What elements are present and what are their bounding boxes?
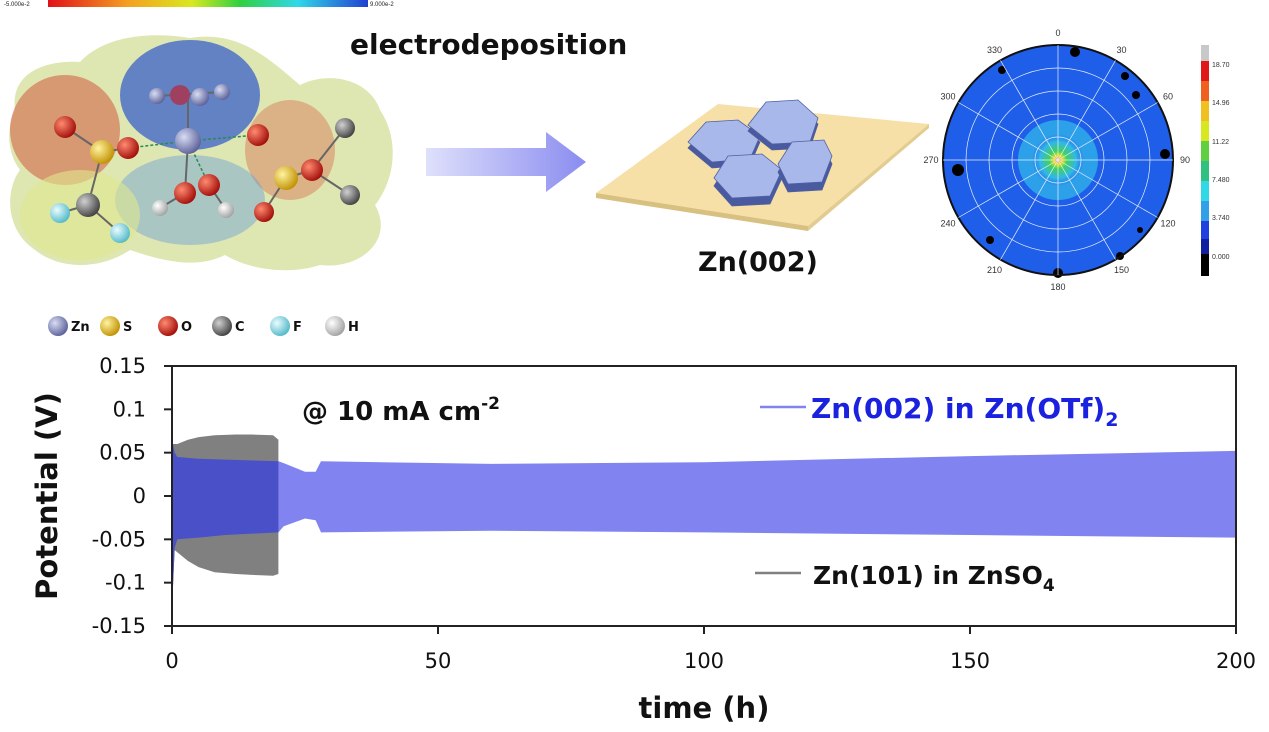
chart-annotation: @ 10 mA cm-2 <box>302 394 500 427</box>
cycling-chart: 0.15 0.1 0.05 0 -0.05 -0.1 -0.15 0 50 100 150 200 @… <box>30 354 1256 725</box>
pole-colorbar-tick: 0.000 <box>1212 254 1230 261</box>
y-axis-label: Potential (V) <box>30 392 64 600</box>
y-tick-label: 0.1 <box>113 397 146 421</box>
atom-legend-h-label: H <box>348 320 359 335</box>
zn002-overlap-band <box>172 439 279 609</box>
pole-figure: 0 30 60 90 120 150 180 210 240 270 300 330 18.70 14.… <box>923 28 1229 292</box>
x-tick-label: 100 <box>684 649 724 673</box>
polar-angle-label: 180 <box>1050 282 1065 292</box>
atom-legend-o-icon <box>158 316 178 336</box>
x-axis-label: time (h) <box>639 691 770 725</box>
crystal-label: Zn(002) <box>698 247 818 278</box>
y-tick-label: -0.05 <box>92 527 146 551</box>
polar-angle-label: 60 <box>1163 92 1173 102</box>
atom-legend-c-icon <box>212 316 232 336</box>
polar-angle-label: 90 <box>1180 155 1190 165</box>
y-tick-label: -0.15 <box>92 614 146 638</box>
pole-colorbar-tick: 14.96 <box>1212 100 1230 107</box>
atom-legend-o-label: O <box>181 320 192 335</box>
polar-angle-label: 300 <box>940 92 955 102</box>
esp-colorbar-max: 9.000e-2 <box>370 2 394 8</box>
y-tick-label: 0.15 <box>99 354 146 378</box>
molecular-esp-map <box>9 35 393 271</box>
process-arrow <box>426 132 586 192</box>
process-label: electrodeposition <box>350 28 627 61</box>
polar-angle-label: 120 <box>1160 219 1175 229</box>
polar-angle-label: 0 <box>1055 28 1060 38</box>
legend-label-zn002: Zn(002) in Zn(OTf)2 <box>811 392 1118 431</box>
esp-colorbar: -5.000e-2 9.000e-2 <box>4 0 394 8</box>
pole-colorbar-tick: 3.740 <box>1212 215 1230 222</box>
atom-legend: Zn S O C F H <box>48 316 359 336</box>
atom-legend-zn-label: Zn <box>71 320 90 335</box>
polar-angle-label: 30 <box>1116 45 1126 55</box>
polar-spoke <box>1057 159 1158 218</box>
legend: Zn(002) in Zn(OTf)2 Zn(101) in ZnSO4 <box>755 392 1118 596</box>
esp-colorbar-min: -5.000e-2 <box>4 2 30 8</box>
atom-legend-s-icon <box>100 316 120 336</box>
atom-legend-h-icon <box>325 316 345 336</box>
polar-angle-label: 240 <box>940 219 955 229</box>
atom-legend-zn-icon <box>48 316 68 336</box>
pole-colorbar-tick: 7.480 <box>1212 177 1230 184</box>
polar-angle-label: 330 <box>987 45 1002 55</box>
polar-spoke <box>1000 60 1059 161</box>
polar-angle-label: 270 <box>923 155 938 165</box>
x-tick-label: 200 <box>1216 649 1256 673</box>
y-tick-label: 0.05 <box>99 441 146 465</box>
x-tick-label: 150 <box>950 649 990 673</box>
polar-angle-label: 150 <box>1114 265 1129 275</box>
polar-spoke <box>958 159 1059 218</box>
y-tick-label: 0 <box>133 484 146 508</box>
pole-colorbar-tick: 11.22 <box>1212 139 1229 146</box>
x-tick-label: 0 <box>165 649 178 673</box>
legend-label-zn101: Zn(101) in ZnSO4 <box>813 561 1055 596</box>
pole-colorbar: 18.70 14.96 11.22 7.480 3.740 0.000 <box>1201 45 1230 276</box>
polar-spoke <box>1000 159 1059 260</box>
polar-spoke <box>958 102 1059 161</box>
polar-spoke <box>1057 60 1116 161</box>
x-tick-label: 50 <box>425 649 452 673</box>
zn002-series-band <box>172 439 1236 609</box>
polar-angle-label: 210 <box>987 265 1002 275</box>
polar-spoke <box>1057 159 1116 260</box>
atom-legend-c-label: C <box>235 320 245 335</box>
crystal-illustration <box>596 99 929 231</box>
atom-legend-f-icon <box>270 316 290 336</box>
polar-spoke <box>1057 102 1158 161</box>
atom-legend-s-label: S <box>123 320 132 335</box>
y-tick-label: -0.1 <box>105 571 146 595</box>
pole-colorbar-tick: 18.70 <box>1212 62 1230 69</box>
atom-legend-f-label: F <box>293 320 302 335</box>
